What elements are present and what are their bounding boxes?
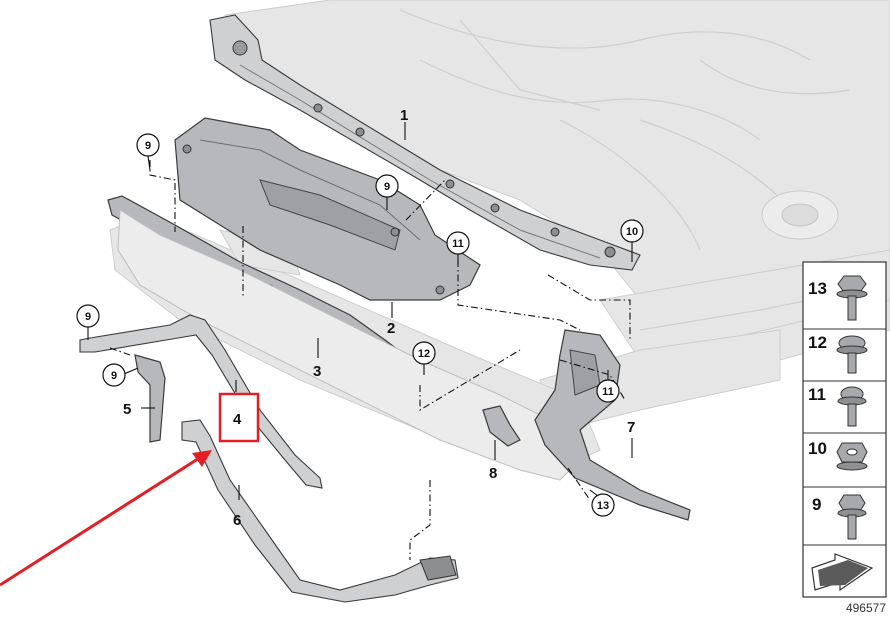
svg-text:9: 9 bbox=[384, 181, 390, 193]
part-4-strut bbox=[79, 314, 323, 489]
callout-9-b: 9 bbox=[375, 174, 399, 198]
label-part-7: 7 bbox=[627, 419, 635, 436]
part-6-support bbox=[181, 419, 459, 603]
fastener-legend: 13 12 11 10 bbox=[802, 261, 887, 598]
label-part-6: 6 bbox=[233, 512, 241, 529]
svg-text:10: 10 bbox=[808, 439, 827, 458]
part-2-shield bbox=[174, 117, 481, 301]
callout-10: 10 bbox=[620, 219, 644, 243]
highlight-box bbox=[218, 392, 260, 443]
label-part-5: 5 bbox=[123, 401, 131, 418]
svg-text:9: 9 bbox=[111, 370, 117, 382]
svg-text:9: 9 bbox=[145, 140, 151, 152]
callout-11-b: 11 bbox=[596, 379, 620, 403]
part-5-bracket bbox=[134, 354, 166, 443]
svg-text:12: 12 bbox=[418, 348, 430, 360]
label-part-1: 1 bbox=[400, 107, 408, 124]
callout-13: 13 bbox=[591, 493, 615, 517]
svg-text:13: 13 bbox=[597, 500, 609, 512]
svg-text:11: 11 bbox=[808, 385, 826, 404]
legend-row-13: 13 bbox=[808, 275, 868, 321]
legend-row-10: 10 bbox=[808, 439, 868, 471]
leader-lines bbox=[87, 122, 633, 501]
label-part-3: 3 bbox=[313, 363, 321, 380]
callout-9-c: 9 bbox=[76, 304, 100, 328]
part-8-plate bbox=[482, 405, 521, 447]
svg-text:13: 13 bbox=[808, 279, 827, 298]
part-labels: 1 2 3 5 6 7 8 bbox=[123, 107, 635, 529]
torx-flange-screw-icon bbox=[837, 386, 867, 427]
part-7-side-bracket bbox=[534, 329, 691, 521]
red-arrow-icon bbox=[192, 450, 212, 467]
hex-flange-bolt-icon bbox=[836, 275, 868, 321]
front-direction-arrow-icon bbox=[811, 553, 874, 592]
callout-9-a: 9 bbox=[136, 133, 160, 157]
diagram-number: 496577 bbox=[846, 601, 886, 615]
legend-row-12: 12 bbox=[808, 333, 868, 374]
label-part-4: 4 bbox=[233, 411, 242, 428]
legend-row-9: 9 bbox=[812, 494, 867, 540]
callout-11-a: 11 bbox=[446, 231, 470, 255]
svg-text:10: 10 bbox=[626, 226, 638, 238]
hex-bolt-icon bbox=[837, 494, 867, 540]
label-part-8: 8 bbox=[489, 465, 497, 482]
svg-text:11: 11 bbox=[452, 238, 464, 250]
callout-12: 12 bbox=[412, 341, 436, 365]
svg-text:9: 9 bbox=[812, 495, 821, 514]
nut-icon bbox=[836, 442, 868, 471]
screw-with-washer-icon bbox=[836, 335, 868, 374]
svg-text:11: 11 bbox=[602, 386, 614, 398]
callout-9-d: 9 bbox=[102, 363, 126, 387]
bumper-carrier bbox=[117, 209, 581, 481]
highlight-part-4: 4 bbox=[0, 392, 260, 587]
fastener-callouts: 9 9 9 9 10 11 11 12 bbox=[76, 133, 644, 517]
label-part-2: 2 bbox=[387, 320, 395, 337]
legend-row-11: 11 bbox=[808, 385, 867, 427]
svg-text:9: 9 bbox=[85, 311, 91, 323]
assembly-lines bbox=[109, 160, 631, 560]
part-1-upper-carrier bbox=[209, 14, 641, 271]
svg-text:12: 12 bbox=[808, 333, 827, 352]
